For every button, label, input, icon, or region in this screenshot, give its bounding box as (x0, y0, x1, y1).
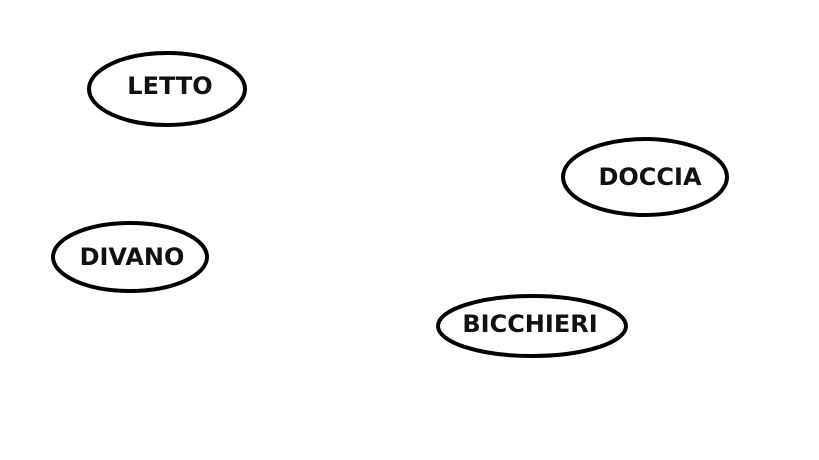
node-ellipse (51, 221, 209, 293)
node-label: DIVANO (80, 243, 185, 271)
node-ellipse (87, 51, 247, 127)
node-letto: LETTO (87, 51, 247, 127)
node-label: DOCCIA (598, 163, 701, 191)
node-ellipse (561, 137, 729, 217)
node-ellipse (436, 294, 628, 358)
node-divano: DIVANO (51, 221, 209, 293)
node-bicchieri: BICCHIERI (436, 294, 628, 358)
node-label: BICCHIERI (462, 310, 597, 338)
node-doccia: DOCCIA (561, 137, 729, 217)
node-label: LETTO (127, 72, 212, 100)
